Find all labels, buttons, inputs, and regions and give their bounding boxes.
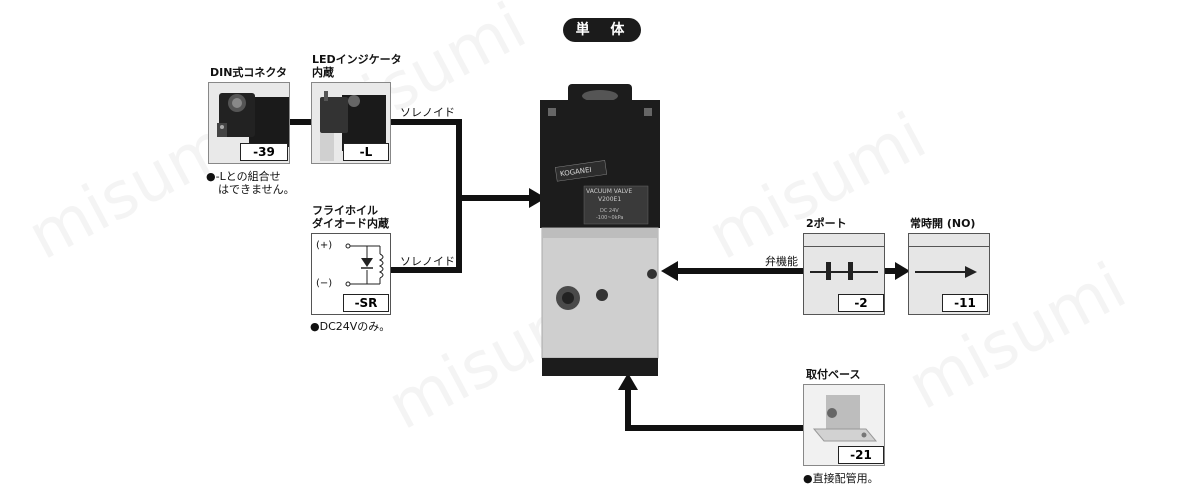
valve-model-line1: VACUUM VALVE xyxy=(586,188,633,195)
flywheel-note: ●DC24Vのみ。 xyxy=(310,320,391,333)
arrow-to-no xyxy=(895,262,910,280)
page-title: 単 体 xyxy=(563,18,641,42)
two-port-label: 2ポート xyxy=(806,217,847,230)
two-port-code: -2 xyxy=(838,294,884,312)
solenoid-top-label: ソレノイド xyxy=(400,106,455,119)
flywheel-label-line2: ダイオード内蔵 xyxy=(312,217,389,230)
minus-terminal-label: (−) xyxy=(316,278,333,289)
din-connector-image xyxy=(217,93,289,147)
valve-spec-line1: DC 24V xyxy=(600,208,619,214)
flywheel-label-line1: フライホイル xyxy=(312,204,378,217)
led-label-line2: 内蔵 xyxy=(312,66,334,79)
valve-model-line2: V200E1 xyxy=(598,196,622,203)
arrow-to-valve-bottom xyxy=(618,373,638,390)
mounting-base-code: -21 xyxy=(838,446,884,464)
solenoid-bottom-label: ソレノイド xyxy=(400,255,455,268)
led-indicator-image xyxy=(320,91,386,161)
diode-circuit-symbol xyxy=(345,243,384,287)
valve-spec-line2: -100~0kPa xyxy=(596,215,624,221)
led-code: -L xyxy=(343,143,389,161)
solenoid-top-line xyxy=(390,119,530,201)
din-note-line2: はできません。 xyxy=(218,183,295,196)
normally-open-label: 常時開 (NO) xyxy=(910,217,976,230)
led-label-line1: LEDインジケータ xyxy=(312,53,402,66)
base-line xyxy=(625,388,803,431)
two-port-symbol-graphic xyxy=(804,248,884,280)
normally-open-symbol-graphic xyxy=(915,266,977,278)
din-connector-label: DIN式コネクタ xyxy=(210,66,287,79)
normally-open-code: -11 xyxy=(942,294,988,312)
valve-function-label: 弁機能 xyxy=(765,255,798,268)
vacuum-valve-image xyxy=(540,84,660,376)
mounting-base-note: ●直接配管用。 xyxy=(803,472,879,485)
din-note-line1: ●-Lとの組合せ xyxy=(206,170,281,183)
din-code: -39 xyxy=(240,143,288,161)
arrow-to-valve-right xyxy=(661,261,678,281)
mounting-base-image xyxy=(812,395,878,442)
flywheel-code: -SR xyxy=(343,294,389,312)
solenoid-bottom-line xyxy=(390,198,462,273)
mounting-base-label: 取付ベース xyxy=(806,368,861,381)
plus-terminal-label: (+) xyxy=(316,240,333,251)
arrow-to-valve-left xyxy=(529,188,546,208)
